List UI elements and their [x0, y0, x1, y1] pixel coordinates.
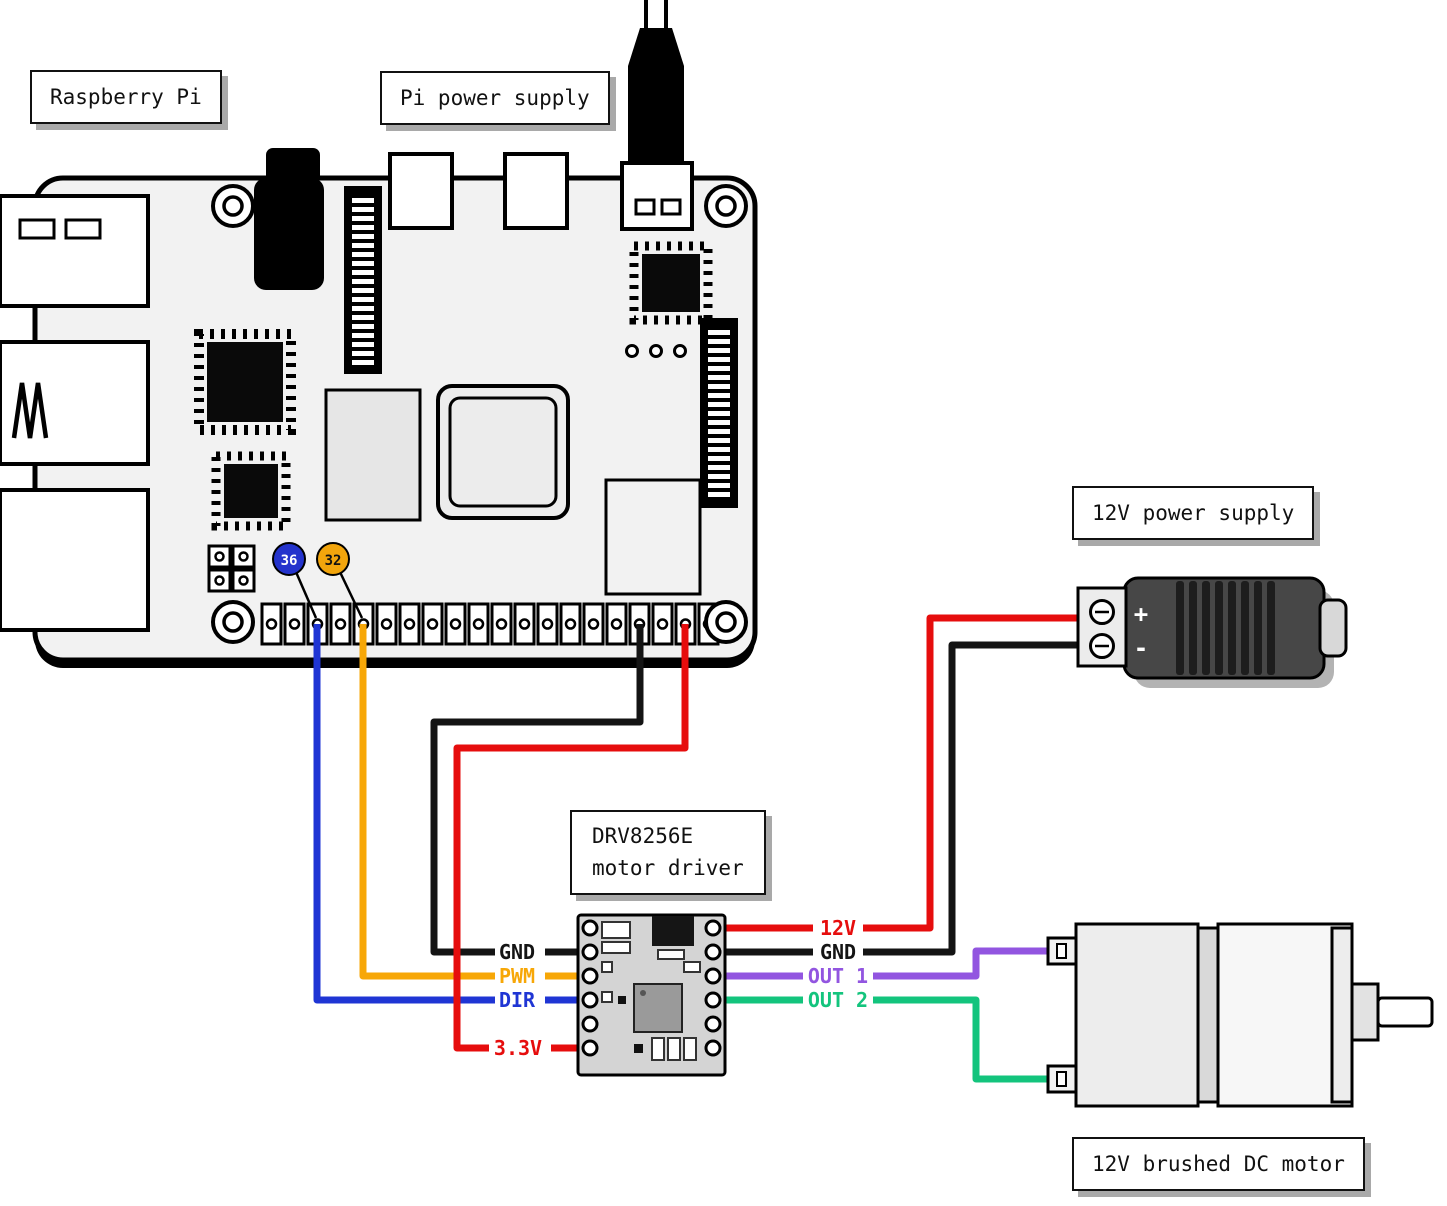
- raspberry-pi-label: Raspberry Pi: [30, 70, 222, 124]
- wire-12v: [715, 614, 1090, 932]
- dc-motor: [1046, 922, 1434, 1108]
- terminal-plus-sign: +: [1134, 600, 1148, 628]
- v12-power-supply: + -: [1076, 576, 1348, 688]
- camera-connector: [344, 186, 382, 374]
- barrel-ridges: [1176, 581, 1275, 675]
- dc-motor-label: 12V brushed DC motor: [1072, 1137, 1365, 1191]
- chip-wifi: [629, 241, 713, 325]
- badge-pin-32-label: 32: [325, 553, 342, 569]
- wire-label-out2: OUT 2: [808, 988, 868, 1012]
- wire-label-pwm: PWM: [499, 964, 535, 988]
- badge-pin-32: [316, 542, 350, 576]
- driver-right-pads: [704, 919, 722, 1057]
- wire-label-3v3: 3.3V: [494, 1036, 542, 1060]
- motor-terminal-top: [1046, 936, 1080, 966]
- wire-label-dir: DIR: [499, 988, 536, 1012]
- terminal-minus-sign: -: [1134, 634, 1148, 662]
- motor-endcap: [1330, 926, 1354, 1104]
- usb-c-receptacle: [620, 161, 694, 231]
- ethernet-port: [0, 488, 150, 632]
- motor-ring: [1196, 926, 1220, 1104]
- barrel-tip: [1318, 598, 1348, 658]
- wire-label-gnd-left: GND: [499, 940, 535, 964]
- ram-chip: [324, 388, 422, 522]
- wire-out2: [715, 996, 1060, 1083]
- test-pads: [625, 344, 687, 358]
- wire-label-out1: OUT 1: [808, 964, 868, 988]
- motor-driver-label-line1: DRV8256E: [592, 824, 694, 848]
- usb3-port: [0, 340, 150, 466]
- wire-labels: GND PWM DIR 3.3V 12V GND OUT 1 OUT 2: [489, 916, 873, 1060]
- wire-pwm: [359, 624, 590, 980]
- motor-driver-label-line2: motor driver: [592, 855, 744, 880]
- motor-terminal-bottom: [1046, 1064, 1080, 1094]
- usb-port-top: [0, 194, 150, 308]
- raspberry-pi-label-text: Raspberry Pi: [50, 85, 202, 109]
- motor-shaft: [1376, 996, 1434, 1028]
- hdmi-port-1: [388, 152, 454, 230]
- motor-driver-label: DRV8256E motor driver: [570, 810, 766, 895]
- v12-power-supply-label: 12V power supply: [1072, 486, 1315, 540]
- wire-gnd-right: [715, 641, 1090, 956]
- chip-usb-controller: [211, 451, 291, 531]
- mounting-holes: [211, 184, 748, 644]
- raspberry-pi-board: 36 32: [0, 148, 758, 668]
- motor-body: [1216, 922, 1354, 1108]
- wire-label-12v: 12V: [820, 916, 856, 940]
- soc-chip: [436, 384, 570, 520]
- badge-pin-36: [272, 542, 306, 576]
- pi-power-supply-label: Pi power supply: [380, 71, 610, 125]
- gpio-pin-badges: 36 32: [272, 542, 364, 619]
- driver-left-pads: [581, 919, 599, 1057]
- poe-header: [207, 544, 256, 593]
- pi-power-supply-label-text: Pi power supply: [400, 86, 590, 110]
- component-footprint: [604, 478, 702, 596]
- terminal-block: [1076, 586, 1128, 668]
- hdmi-port-2: [503, 152, 569, 230]
- pi-power-cable: [620, 0, 694, 231]
- motor-gearbox: [1074, 922, 1200, 1108]
- chip-ethernet-controller: [194, 329, 296, 435]
- dc-motor-label-text: 12V brushed DC motor: [1092, 1152, 1345, 1176]
- badge-pin-36-label: 36: [281, 553, 298, 569]
- wire-label-gnd-right: GND: [820, 940, 856, 964]
- v12-power-supply-label-text: 12V power supply: [1092, 501, 1295, 525]
- audio-jack: [254, 148, 324, 290]
- display-connector: [700, 318, 738, 508]
- motor-shaft-hub: [1350, 982, 1380, 1042]
- wire-gnd-left: [430, 624, 644, 956]
- motor-driver-board: [576, 913, 727, 1077]
